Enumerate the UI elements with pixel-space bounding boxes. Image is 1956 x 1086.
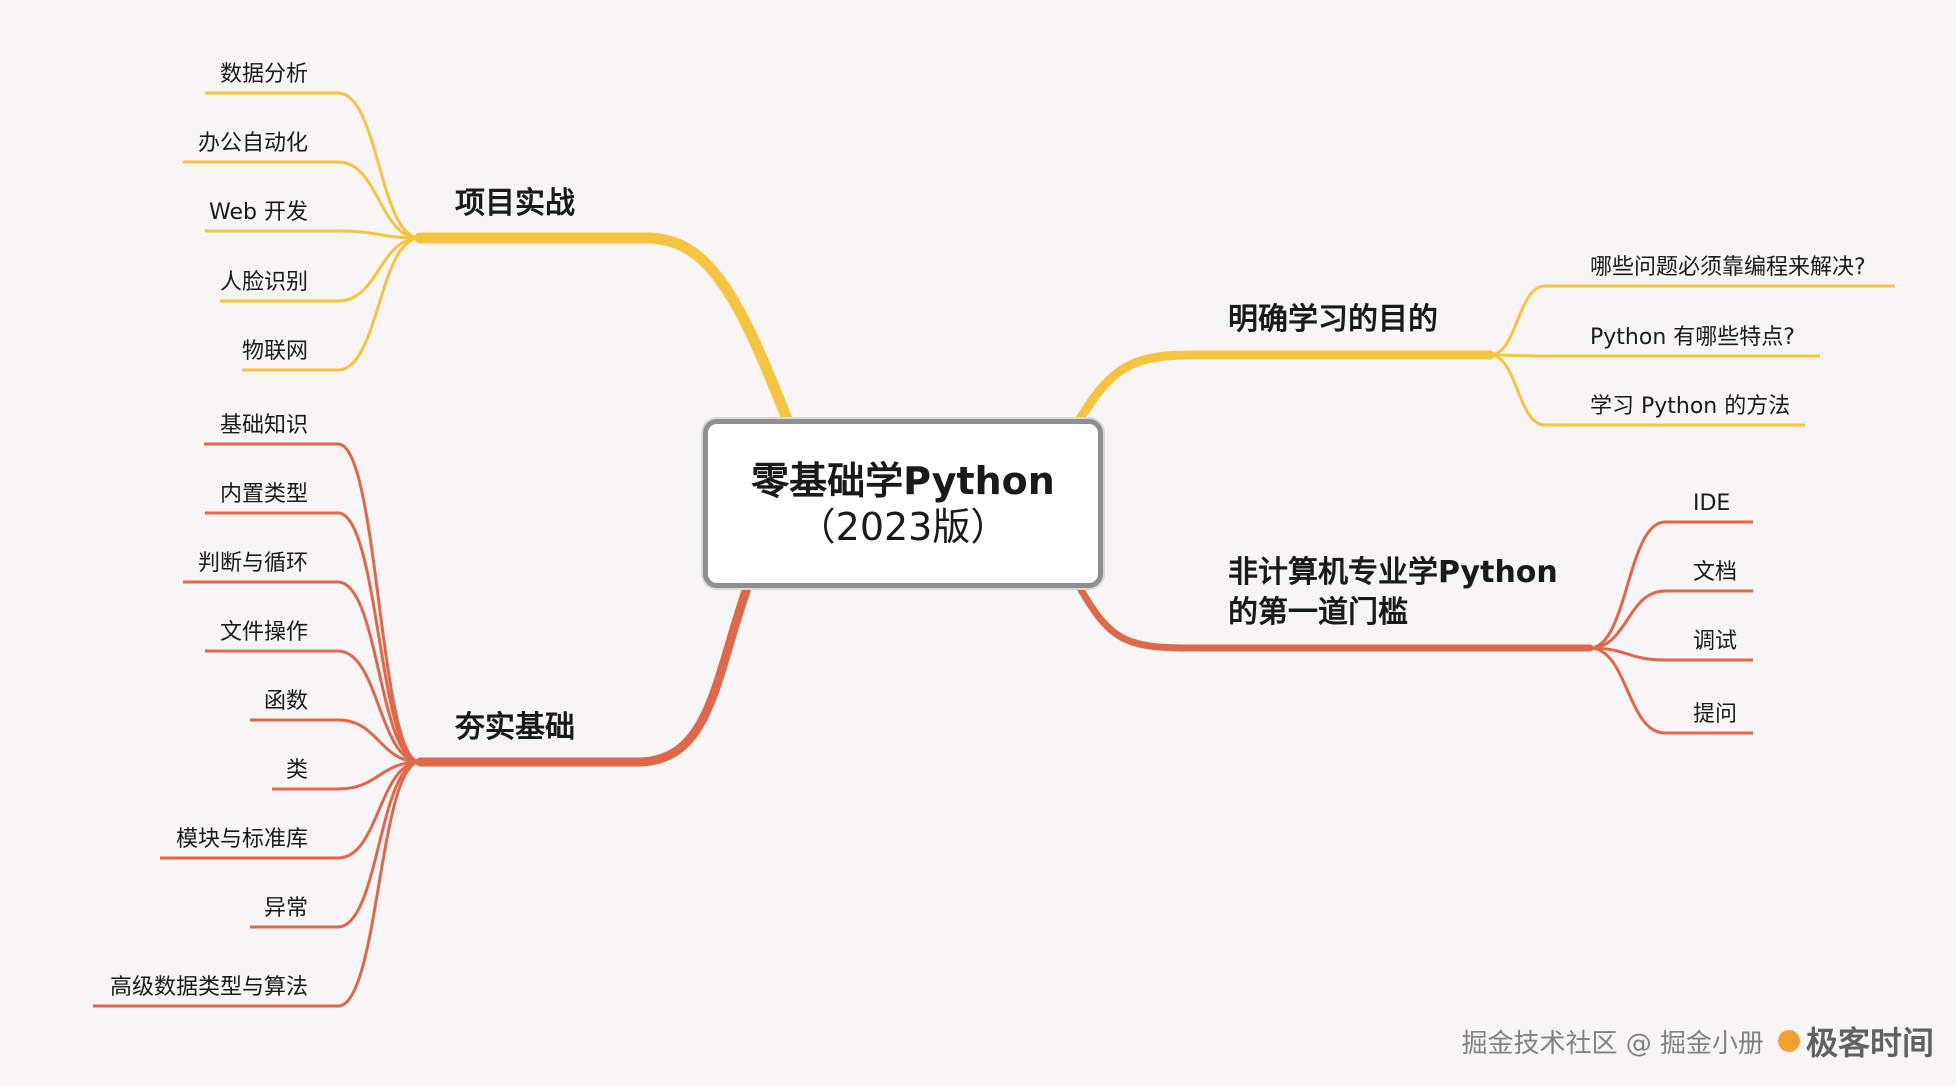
- watermark-logo-text: 极客时间: [1805, 1024, 1934, 1062]
- watermark: 掘金技术社区 @ 掘金小册 极客时间: [1461, 1018, 1934, 1064]
- leaf-project-item[interactable]: Web 开发: [209, 200, 308, 225]
- leaf-foundation-item[interactable]: 函数: [263, 689, 308, 714]
- leaf-goal-item[interactable]: 哪些问题必须靠编程来解决?: [1590, 255, 1866, 280]
- leaf-foundation-item[interactable]: 异常: [263, 896, 308, 921]
- branch-goal-label[interactable]: 明确学习的目的: [1228, 302, 1438, 337]
- leaf-connector: [337, 649, 421, 764]
- leaf-goal-item[interactable]: 学习 Python 的方法: [1590, 394, 1791, 419]
- leaf-foundation-item[interactable]: 模块与标准库: [175, 827, 308, 852]
- leaf-project-item[interactable]: 人脸识别: [219, 270, 308, 295]
- leaf-connector: [337, 91, 421, 240]
- leaf-threshold-item[interactable]: 调试: [1693, 629, 1738, 654]
- leaf-foundation-item[interactable]: 基础知识: [219, 413, 308, 438]
- logo-icon: [1777, 1030, 1800, 1052]
- leaf-connector: [337, 160, 421, 240]
- leaf-foundation-item[interactable]: 类: [285, 758, 308, 783]
- branch-project-label[interactable]: 项目实战: [455, 186, 575, 221]
- leaf-connector: [337, 236, 421, 303]
- leaf-foundation-item[interactable]: 判断与循环: [197, 551, 308, 576]
- leaf-connector: [337, 442, 421, 764]
- leaf-project-item[interactable]: 物联网: [241, 339, 308, 364]
- leaf-connector: [337, 718, 421, 764]
- leaf-threshold-item[interactable]: 提问: [1693, 702, 1738, 727]
- leaf-connector: [337, 760, 421, 1008]
- leaf-goal-item[interactable]: Python 有哪些特点?: [1590, 325, 1795, 350]
- connector-project: [414, 232, 793, 425]
- leaf-connector: [337, 580, 421, 764]
- connector-goal: [1075, 350, 1495, 424]
- leaf-foundation-item[interactable]: 内置类型: [219, 482, 308, 507]
- leaf-connector: [1589, 646, 1666, 735]
- leaf-project-item[interactable]: 数据分析: [219, 62, 308, 87]
- leaf-connector: [337, 760, 421, 860]
- leaf-connector: [1589, 646, 1666, 662]
- central-topic-subtitle: （2023版）: [797, 504, 1009, 549]
- leaf-connector: [337, 511, 421, 764]
- leaf-connector: [1489, 284, 1546, 357]
- leaf-connector: [1589, 520, 1666, 650]
- branch-threshold-label-line2[interactable]: 的第一道门槛: [1228, 595, 1408, 630]
- leaf-connector: [337, 760, 421, 929]
- leaf-threshold-item[interactable]: 文档: [1693, 560, 1738, 585]
- connector-threshold: [1076, 584, 1594, 652]
- leaf-connector: [337, 229, 421, 240]
- central-topic[interactable]: 零基础学Python （2023版）: [703, 419, 1103, 588]
- leaf-foundation-item[interactable]: 文件操作: [219, 620, 308, 645]
- watermark-text: 掘金技术社区 @ 掘金小册: [1461, 1028, 1764, 1059]
- watermark-logo: 极客时间: [1777, 1018, 1934, 1064]
- leaf-threshold-item[interactable]: IDE: [1693, 491, 1731, 516]
- leaf-connector: [337, 236, 421, 372]
- leaf-project-item[interactable]: 办公自动化: [197, 131, 308, 156]
- leaf-connector: [1589, 589, 1666, 650]
- leaf-foundation-item[interactable]: 高级数据类型与算法: [109, 975, 308, 1000]
- connector-foundation: [415, 583, 752, 767]
- branch-threshold-label-line1[interactable]: 非计算机专业学Python: [1228, 555, 1558, 590]
- leaf-connector: [337, 760, 421, 791]
- leaf-connector: [1489, 353, 1546, 427]
- branch-foundation-label[interactable]: 夯实基础: [455, 710, 575, 745]
- central-topic-title: 零基础学Python: [751, 458, 1055, 503]
